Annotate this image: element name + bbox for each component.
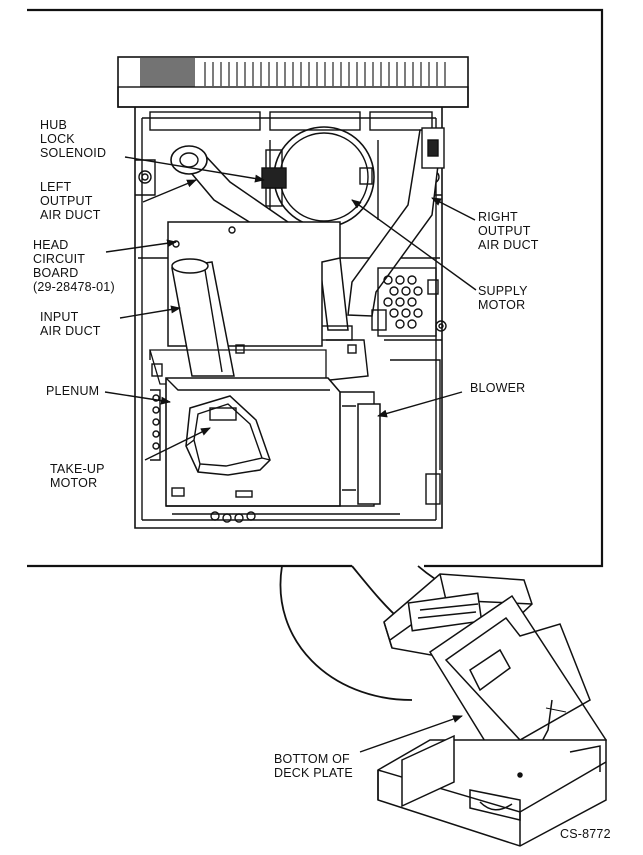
label-plenum: PLENUM (46, 384, 100, 398)
leader-hub-lock-solenoid (124, 156, 265, 183)
deck-plate-outline (134, 107, 443, 529)
input-air-duct (171, 258, 235, 377)
leader-supply-motor (351, 199, 477, 291)
perforated-panel (371, 267, 447, 337)
leader-blower (377, 391, 463, 418)
hub-lock-solenoid (261, 167, 287, 207)
top-vent-housing (117, 56, 469, 108)
leader-head-circuit-board (105, 239, 177, 253)
leader-right-output-air-duct (431, 197, 476, 221)
leader-lines (104, 156, 477, 753)
inset-frame (27, 8, 604, 568)
figure-id: CS-8772 (560, 827, 611, 841)
label-blower: BLOWER (470, 381, 526, 395)
leader-take-up-motor (144, 427, 211, 461)
blower (340, 391, 381, 507)
bottom-plate-holes (150, 359, 441, 523)
leader-left-output-air-duct (142, 179, 197, 203)
opened-unit-drawing (377, 573, 608, 847)
deck-assembly-drawing (117, 56, 469, 529)
leader-bottom-of-deck-plate (359, 715, 463, 753)
take-up-motor (185, 395, 271, 476)
leader-input-air-duct (119, 305, 181, 319)
leader-plenum (104, 391, 171, 405)
